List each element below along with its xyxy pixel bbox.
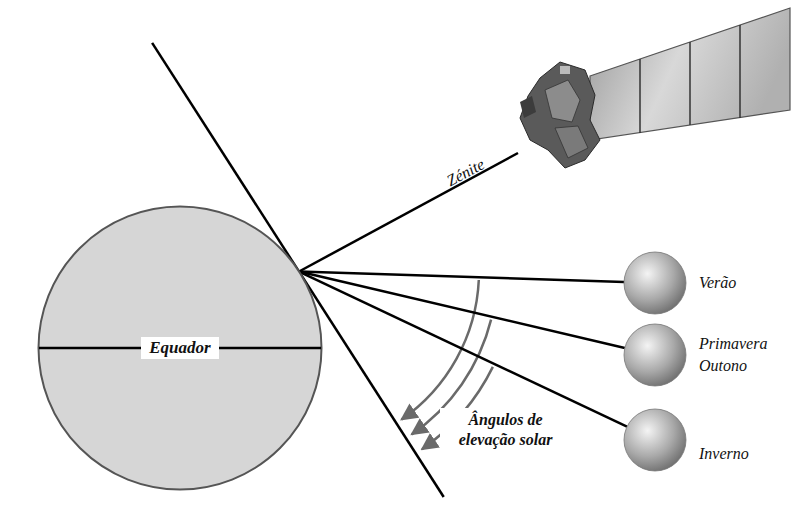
satellite-part [555, 126, 588, 158]
sun-sphere [623, 408, 687, 472]
earth-circle [39, 207, 322, 490]
equator-label: Equador [141, 337, 218, 359]
satellite-part [545, 80, 580, 122]
sun-ray [299, 272, 627, 427]
sun-sphere [623, 323, 687, 387]
satellite-part [560, 66, 570, 74]
sun-position: Verão [623, 251, 687, 315]
satellite [520, 8, 790, 168]
sun-ray [299, 272, 624, 282]
sun-circle [624, 409, 686, 471]
earth-globe: Equador [37, 205, 323, 491]
panel-divider [689, 42, 691, 125]
zenith-line [300, 153, 518, 271]
season-label: Verão [699, 272, 736, 294]
panel-divider [739, 25, 741, 118]
sun-ray [299, 272, 625, 348]
panel-divider [639, 59, 641, 133]
season-label: Primavera Outono [699, 333, 767, 376]
angle-label: Ângulos de elevação solar [440, 408, 571, 452]
sun-position: Inverno [623, 408, 687, 472]
sun-position: Primavera Outono [623, 323, 687, 387]
satellite-part [520, 96, 536, 118]
solar-panel [590, 8, 790, 140]
sun-circle [624, 252, 686, 314]
season-label: Inverno [699, 443, 749, 465]
sun-sphere [623, 251, 687, 315]
sun-circle [624, 324, 686, 386]
zenith-label: Zénite [443, 154, 488, 190]
satellite-body [520, 62, 600, 168]
